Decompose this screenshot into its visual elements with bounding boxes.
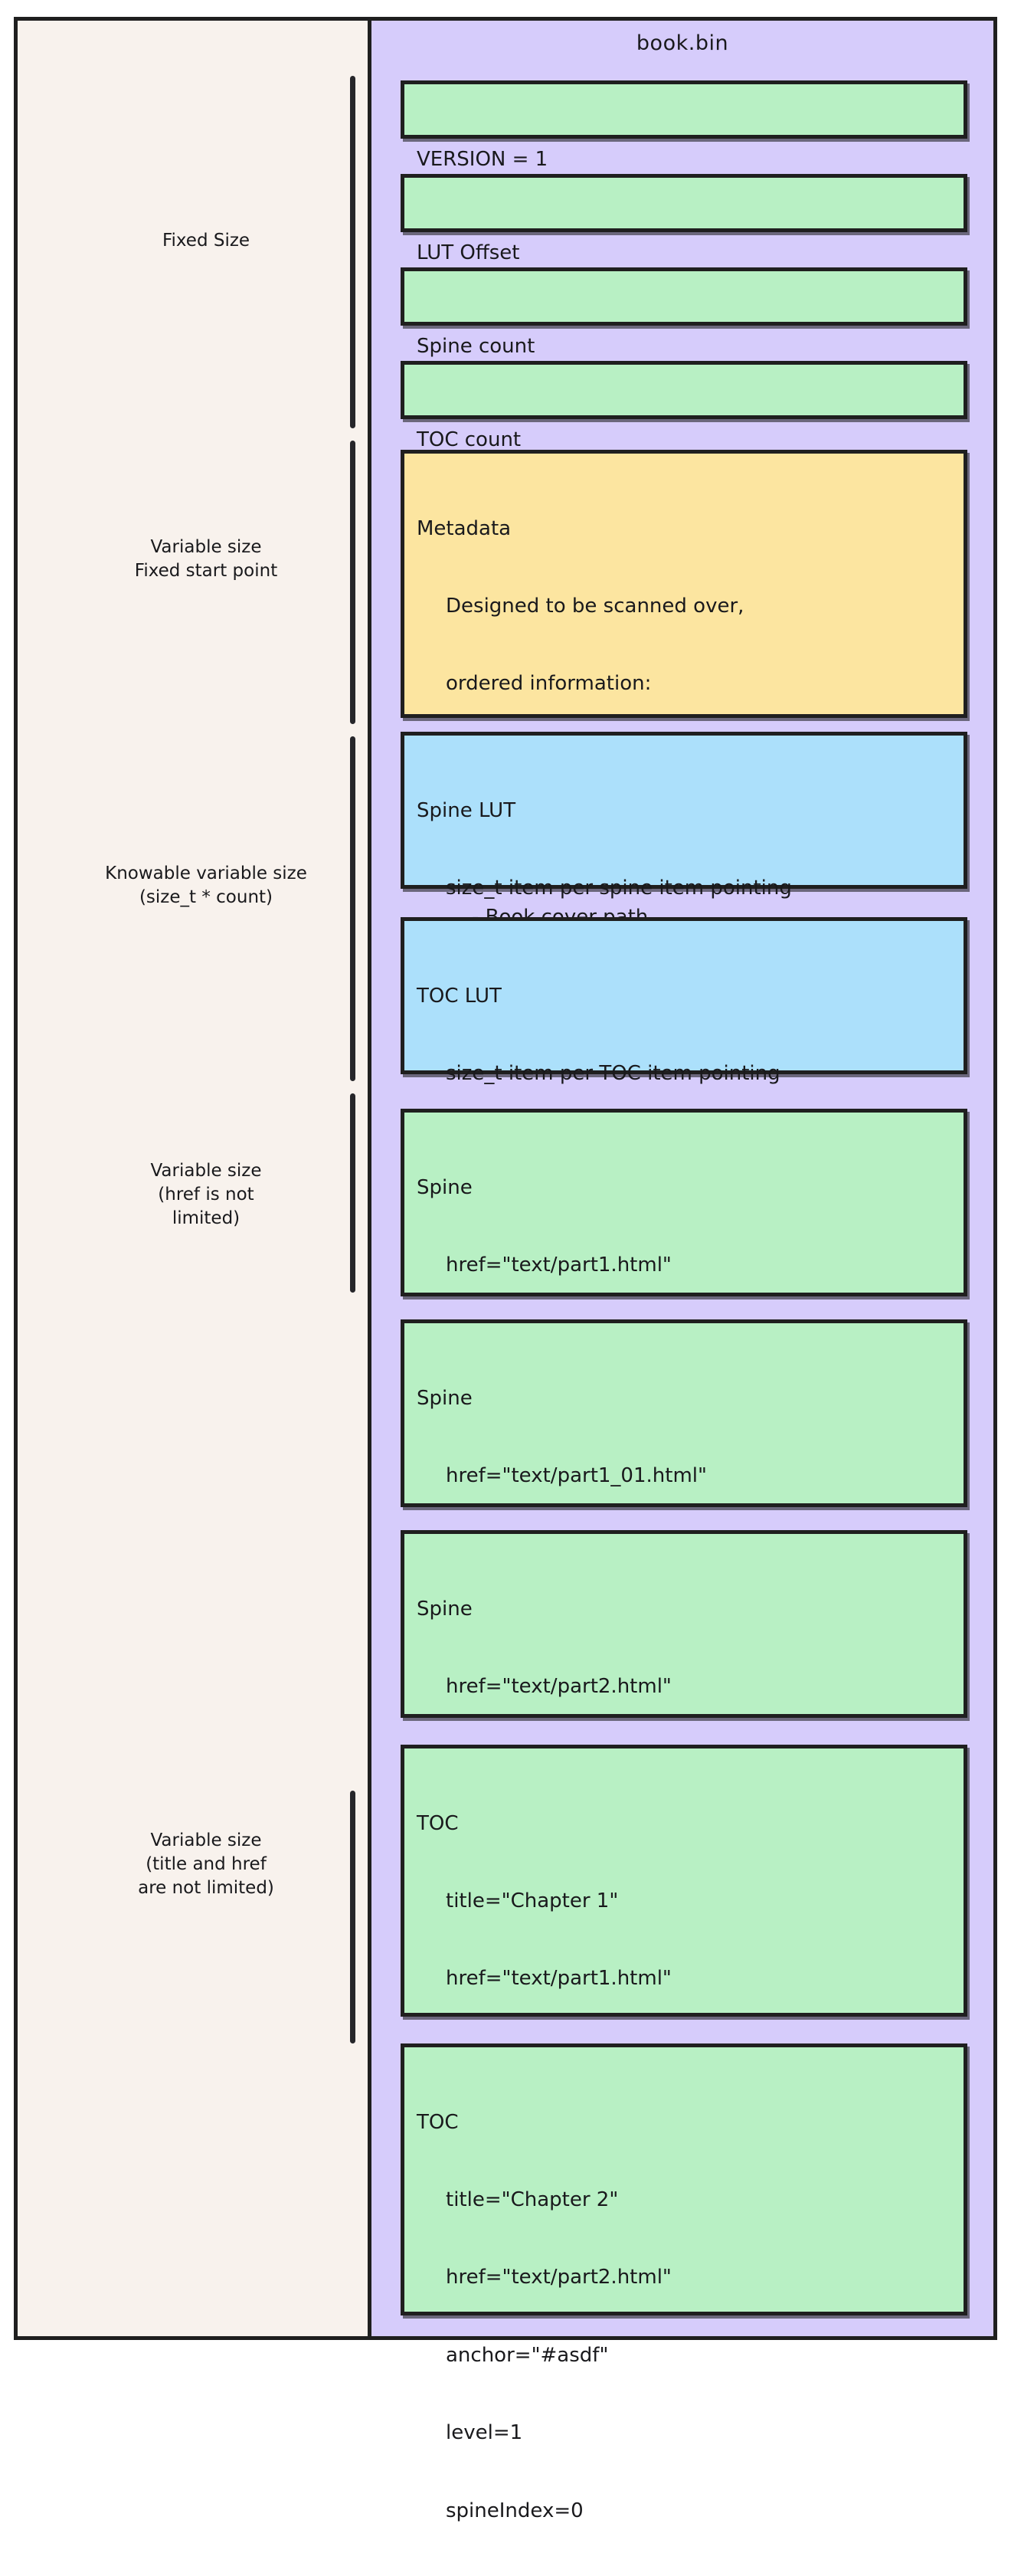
section-version-title: VERSION = 1	[417, 147, 548, 171]
section-spine-lut: Spine LUT size_t item per spine item poi…	[401, 732, 967, 977]
section-toc-2-title-attr: title="Chapter 2"	[446, 2188, 619, 2211]
section-spine-count-title: Spine count	[417, 334, 535, 358]
annotation-fixed-size: Fixed Size	[162, 231, 250, 251]
section-spine-count: Spine count	[401, 267, 967, 358]
annotation-variable-href: Variable size (href is not limited)	[150, 1161, 262, 1228]
annotation-variable-title-href: Variable size (title and href are not li…	[138, 1830, 274, 1898]
bracket-knowable-variable	[350, 736, 355, 1081]
bracket-variable-fixed-start	[350, 441, 355, 724]
section-spine-2-title: Spine	[417, 1386, 473, 1410]
section-lut-offset-title: LUT Offset	[417, 241, 520, 264]
section-spine-3-href: href="text/part2.html"	[446, 1674, 672, 1698]
section-toc-count: TOC count	[401, 361, 967, 451]
section-spine-3-title: Spine	[417, 1597, 473, 1621]
section-toc-2-anchor: anchor="#asdf"	[446, 2343, 609, 2367]
bracket-fixed-size	[350, 76, 355, 428]
section-spine-1: Spine href="text/part1.html" cumSize=123…	[401, 1109, 967, 1432]
book-bin-container: book.bin VERSION = 1 LUT Offset Spine co…	[368, 17, 997, 2522]
section-version: VERSION = 1	[401, 80, 967, 171]
section-spine-2-href: href="text/part1_01.html"	[446, 1463, 707, 1487]
section-toc-count-title: TOC count	[417, 428, 522, 451]
section-metadata-line-1: Designed to be scanned over,	[446, 594, 744, 618]
section-toc-2-href: href="text/part2.html"	[446, 2266, 672, 2289]
annotation-knowable-variable: Knowable variable size (size_t * count)	[105, 864, 307, 907]
annotation-variable-fixed-start: Variable size Fixed start point	[134, 537, 278, 581]
section-toc-1-title: TOC	[417, 1811, 459, 1835]
bracket-variable-title-href	[350, 1791, 355, 2043]
section-spine-lut-title: Spine LUT	[417, 798, 516, 822]
section-toc-lut-line-1: size_t item per TOC item pointing	[446, 1061, 780, 1085]
section-spine-1-title: Spine	[417, 1175, 473, 1199]
section-spine-2: Spine href="text/part1_01.html" cumSize=…	[401, 1319, 967, 1643]
section-metadata-line-2: ordered information:	[446, 672, 652, 696]
section-toc-2-title: TOC	[417, 2110, 459, 2134]
section-metadata-title: Metadata	[417, 516, 512, 540]
section-toc-2-level: level=1	[446, 2421, 523, 2445]
file-format-diagram: Fixed Size Variable size Fixed start poi…	[14, 17, 997, 2522]
file-title: book.bin	[636, 31, 729, 55]
bracket-variable-href	[350, 1093, 355, 1293]
annotation-column: Fixed Size Variable size Fixed start poi…	[14, 17, 368, 2340]
section-toc-2: TOC title="Chapter 2" href="text/part2.h…	[401, 2043, 967, 2522]
section-spine-3: Spine href="text/part2.html" cumSize=123…	[401, 1530, 967, 1853]
section-spine-lut-line-1: size_t item per spine item pointing	[446, 876, 792, 900]
section-metadata: Metadata Designed to be scanned over, or…	[401, 450, 967, 929]
section-toc-1-href: href="text/part1.html"	[446, 1967, 672, 1991]
section-spine-1-href: href="text/part1.html"	[446, 1253, 672, 1277]
section-toc-1: TOC title="Chapter 1" href="text/part1.h…	[401, 1745, 967, 2224]
section-toc-2-spineindex: spineIndex=0	[446, 2499, 584, 2522]
section-toc-1-title-attr: title="Chapter 1"	[446, 1889, 619, 1912]
section-lut-offset: LUT Offset	[401, 174, 967, 264]
section-toc-lut: TOC LUT size_t item per TOC item pointin…	[401, 917, 967, 1162]
section-toc-lut-title: TOC LUT	[417, 984, 502, 1008]
